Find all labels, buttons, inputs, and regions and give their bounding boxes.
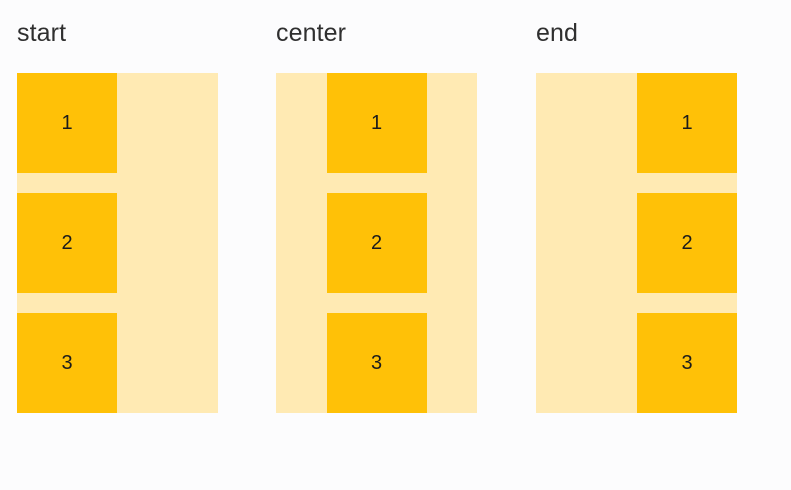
flex-item-label: 3 — [370, 351, 383, 374]
flex-item: 1 — [17, 73, 117, 173]
flex-item-label: 3 — [61, 351, 73, 374]
flex-container-start: 1 2 3 — [17, 73, 218, 413]
flex-item: 3 — [17, 313, 117, 413]
column-label-start: start — [17, 19, 67, 47]
flex-item: 1 — [637, 73, 737, 173]
flex-container-center: 1 2 3 — [276, 73, 477, 413]
flex-item: 2 — [17, 193, 117, 293]
flex-item: 1 — [326, 73, 427, 173]
flex-item-label: 2 — [61, 231, 73, 254]
flex-item-label: 3 — [681, 351, 693, 374]
flex-container-end: 1 2 3 — [536, 73, 737, 413]
column-label-center: center — [276, 19, 347, 47]
flex-item-label: 2 — [370, 231, 383, 254]
flex-item: 2 — [637, 193, 737, 293]
flex-item: 3 — [637, 313, 737, 413]
flex-item: 3 — [326, 313, 427, 413]
column-label-end: end — [536, 19, 579, 47]
flex-item-label: 1 — [681, 111, 693, 134]
flex-item-label: 2 — [681, 231, 693, 254]
flex-item-label: 1 — [61, 111, 73, 134]
flex-item: 2 — [326, 193, 427, 293]
flex-item-label: 1 — [370, 111, 383, 134]
